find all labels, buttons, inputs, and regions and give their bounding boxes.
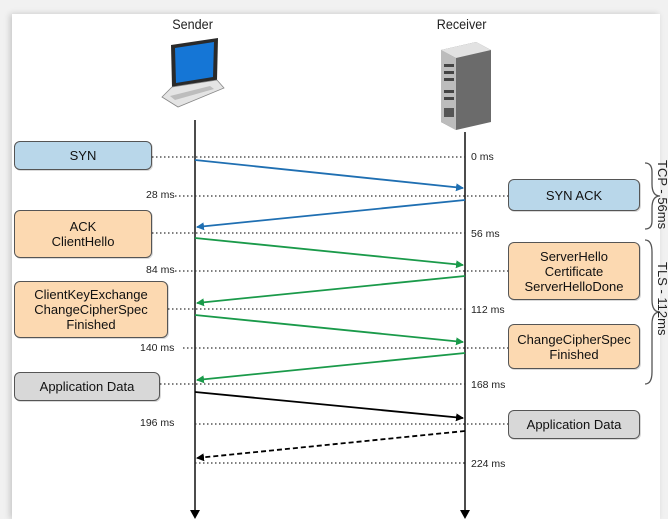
app-data-receiver-box: Application Data [508,410,640,439]
change-cipher-box: ChangeCipherSpec Finished [508,324,640,369]
clientkeyexchange-label: ClientKeyExchange [34,287,148,302]
app-data-sender-label: Application Data [39,379,135,394]
clienthello-arrow [194,237,464,269]
time-label-56: 56 ms [471,228,500,240]
ack-label: ACK [69,219,97,234]
app-data-sender-box: Application Data [14,372,160,401]
timing-guides [152,156,508,464]
time-label-140: 140 ms [140,342,175,354]
tcp-bracket-label: TCP - 56ms [655,160,668,230]
time-label-0: 0 ms [471,151,494,163]
syn-arrow [194,159,464,192]
receiver-header: Receiver [436,16,487,32]
synack-label: SYN ACK [545,187,603,203]
synack-arrow [196,199,466,231]
serverhello-label: ServerHello [540,248,608,264]
server-changecipherspec-label: ChangeCipherSpec [517,331,631,347]
clienthello-label: ClientHello [51,234,115,249]
time-label-28: 28 ms [146,189,175,201]
client-key-exchange-box: ClientKeyExchange ChangeCipherSpec Finis… [14,281,168,338]
server-finished-label: Finished [549,346,599,362]
syn-box: SYN [14,141,152,170]
tls-bracket-label: TLS - 112ms [655,262,668,336]
tls-brace [644,239,661,385]
ack-clienthello-box: ACK ClientHello [14,210,152,258]
app-data-receiver-label: Application Data [526,417,622,432]
sender-lifeline-arrowhead [190,510,200,519]
client-finished-arrow [194,314,464,346]
receiver-lifeline-arrowhead [460,510,470,519]
app-data-arrow [194,391,464,422]
certificate-label: Certificate [544,263,604,279]
server-hello-box: ServerHello Certificate ServerHelloDone [508,242,640,300]
app-data-response-arrow [196,430,466,462]
time-label-168: 168 ms [471,379,506,391]
server-icon [441,42,491,130]
serverhellodone-label: ServerHelloDone [524,278,624,294]
syn-label: SYN [69,148,97,163]
serverhello-arrow [196,275,466,307]
laptop-icon [161,38,225,108]
tcp-brace [644,162,661,230]
finished-label: Finished [66,317,116,332]
time-label-224: 224 ms [471,458,506,470]
time-label-196: 196 ms [140,417,175,429]
changecipherspec-label: ChangeCipherSpec [34,302,148,317]
server-finished-arrow [196,352,466,384]
synack-box: SYN ACK [508,179,640,211]
time-label-84: 84 ms [146,264,175,276]
sender-header: Sender [172,16,213,32]
time-label-112: 112 ms [471,304,505,316]
